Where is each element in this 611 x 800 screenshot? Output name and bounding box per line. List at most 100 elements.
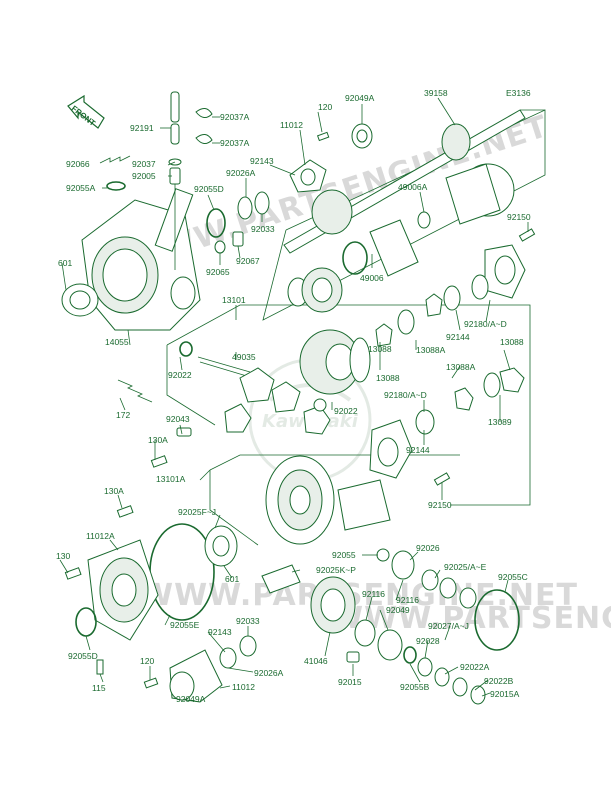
washer-part: [376, 548, 390, 562]
bearing-housing-part: [289, 159, 327, 193]
callout-label: 11012: [232, 682, 255, 692]
callout-label: 92022A: [460, 662, 490, 672]
leader-lines: [59, 97, 529, 697]
cv-joint-part: [287, 267, 343, 313]
o-ring-part: [206, 208, 226, 238]
callout-label: 13088: [368, 344, 392, 354]
callout-label: 11012A: [86, 531, 115, 541]
callout-label: 92055E: [170, 620, 200, 630]
callout-label: 92043: [166, 414, 190, 424]
seal-part: [351, 123, 373, 149]
differential-case-part: [299, 329, 371, 395]
callout-label: 39158: [424, 88, 448, 98]
washer-part: [179, 341, 193, 357]
shaft-part: [197, 356, 251, 373]
washer-part: [470, 685, 486, 705]
callout-label: 13101: [222, 295, 246, 305]
callout-label: 92005: [132, 171, 156, 181]
bearing-part: [204, 525, 238, 567]
gear-part: [499, 367, 525, 393]
callout-label: 92028: [416, 636, 440, 646]
callout-label: 115: [92, 683, 106, 693]
ring-gear-part: [265, 455, 391, 545]
diagram-ref-code: E3136: [506, 88, 531, 98]
coupling-part: [484, 244, 526, 299]
spring-part: [117, 379, 153, 403]
callout-label: 130: [56, 551, 70, 561]
shim-part: [239, 635, 257, 657]
cover-part: [87, 539, 159, 641]
callout-label: 92116: [396, 595, 419, 605]
bolt-part: [316, 131, 330, 142]
callout-label: 41046: [304, 656, 328, 666]
callout-label: 92049: [386, 605, 410, 615]
callout-label: 92055B: [400, 682, 430, 692]
front-direction-icon: FRONT: [67, 94, 105, 129]
shim-part: [415, 409, 435, 435]
callout-label: 13089: [488, 417, 512, 427]
callout-label: 11012: [280, 120, 303, 130]
callout-label: 92143: [208, 627, 232, 637]
gear-part: [224, 403, 252, 433]
o-ring-part: [474, 589, 520, 651]
callout-label: 92027/A~J: [428, 621, 469, 631]
callout-label: 13088: [500, 337, 524, 347]
bolt-part: [143, 677, 159, 689]
callout-label: 92150: [428, 500, 452, 510]
callout-label: 130A: [148, 435, 168, 445]
callout-label: 92150: [507, 212, 531, 222]
callout-label: 601: [58, 258, 72, 268]
callout-label: 49035: [232, 352, 256, 362]
callout-label: 13101A: [156, 474, 186, 484]
callout-label: 92025/A~E: [444, 562, 487, 572]
shim-part: [483, 372, 501, 398]
plug-part: [232, 231, 244, 247]
seal-part: [377, 629, 403, 661]
callout-label: 92055: [332, 550, 356, 560]
callout-label: 92037: [132, 159, 156, 169]
bearing-part: [391, 550, 415, 580]
callout-label: 92022: [334, 406, 358, 416]
washer-part: [214, 240, 226, 254]
callout-label: 92191: [130, 123, 154, 133]
callout-label: 92055A: [66, 183, 96, 193]
shim-part: [219, 647, 237, 669]
callout-label: 92049A: [176, 694, 206, 704]
clip-part: [195, 108, 213, 118]
parts: [61, 91, 536, 705]
washer-part: [452, 677, 468, 697]
callout-labels: 92191 92037A 92037A 120 11012 92049A 391…: [56, 88, 531, 704]
bearing-part: [354, 619, 376, 647]
bearing-housing-part: [169, 649, 223, 703]
callout-label: 92143: [250, 156, 274, 166]
callout-label: 92025K~P: [316, 565, 356, 575]
callout-label: 13088: [376, 373, 400, 383]
callout-label: 172: [116, 410, 130, 420]
callout-label: 92015: [338, 677, 362, 687]
callout-label: 92180/A~D: [384, 390, 427, 400]
gear-part: [425, 293, 443, 317]
shim-part: [397, 309, 415, 335]
callout-label: 14055: [105, 337, 129, 347]
shim-part: [459, 587, 477, 609]
coupling-part: [369, 419, 413, 479]
shim-part: [443, 285, 461, 311]
callout-label: 92037A: [220, 138, 250, 148]
callout-label: 92066: [66, 159, 90, 169]
callout-label: 92067: [236, 256, 260, 266]
gear-part: [271, 381, 301, 413]
o-ring-part: [403, 646, 417, 664]
pin-part: [168, 91, 182, 270]
bolt-part: [518, 228, 536, 242]
spring-part: [99, 155, 131, 164]
washer-part: [434, 667, 450, 687]
gear-part: [454, 387, 474, 411]
callout-label: 92022: [168, 370, 192, 380]
callout-label: 92025F~J: [178, 507, 216, 517]
callout-label: 92144: [446, 332, 470, 342]
pin-part: [176, 427, 192, 437]
callout-label: 92055C: [498, 572, 528, 582]
boot-part: [342, 211, 431, 277]
callout-label: 92065: [206, 267, 230, 277]
